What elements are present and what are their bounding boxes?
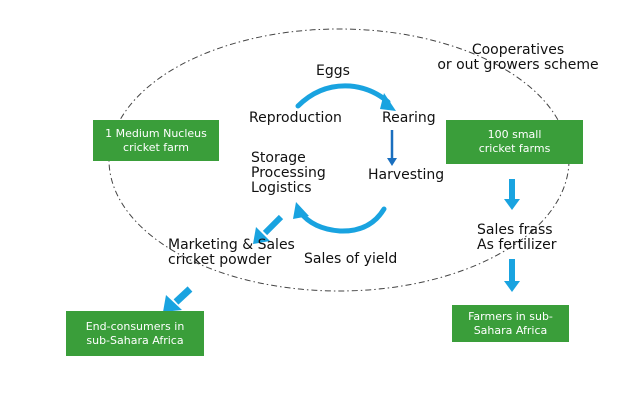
eggs-label: Eggs xyxy=(316,63,350,79)
frass-line-2: As fertilizer xyxy=(477,237,557,253)
sales-frass-label: Sales frass As fertilizer xyxy=(477,223,557,253)
marketing-line-2: cricket powder xyxy=(168,252,272,268)
farmers-line-1: Farmers in sub- xyxy=(468,309,553,323)
end-consumers-box: End-consumers in sub-Sahara Africa xyxy=(66,311,204,356)
arrowhead-reproduction-to-rearing xyxy=(380,93,396,111)
arrow-reproduction-to-rearing xyxy=(295,83,391,109)
arrowhead-harvesting-to-storage xyxy=(293,202,309,219)
farmers-box: Farmers in sub- Sahara Africa xyxy=(452,305,569,342)
end-consumers-line-2: sub-Sahara Africa xyxy=(86,333,184,347)
reproduction-label: Reproduction xyxy=(249,110,342,126)
rearing-label: Rearing xyxy=(382,110,436,126)
small-farms-box: 100 small cricket farms xyxy=(446,120,583,164)
small-farms-line-2: cricket farms xyxy=(478,142,551,155)
storage-processing-logistics-label: Storage Processing Logistics xyxy=(251,151,326,196)
arrow-storage-to-marketing xyxy=(262,214,284,236)
small-farms-line-1: 100 small xyxy=(487,128,542,141)
cooperatives-line-1: Cooperatives xyxy=(471,42,565,58)
processing-line: Processing xyxy=(251,165,326,181)
arrowhead-storage-to-marketing xyxy=(253,227,270,244)
arrowhead-marketing-to-consumers xyxy=(163,295,182,312)
end-consumers-line-1: End-consumers in xyxy=(85,319,185,333)
arrow-harvesting-to-storage xyxy=(297,206,387,234)
arrowhead-rearing-to-harvesting xyxy=(387,158,397,166)
arrow-marketing-to-consumers xyxy=(173,286,193,305)
frass-line-1: Sales frass xyxy=(477,222,553,238)
cooperatives-label: Cooperatives or out growers scheme xyxy=(428,43,608,73)
nucleus-box-line-2: cricket farm xyxy=(123,140,189,154)
storage-line: Storage xyxy=(251,150,306,166)
harvesting-label: Harvesting xyxy=(368,167,445,183)
sales-of-yield-label: Sales of yield xyxy=(304,251,398,267)
logistics-line: Logistics xyxy=(251,180,312,196)
cooperatives-line-2: or out growers scheme xyxy=(437,57,599,73)
arrowhead-small-farms-to-frass xyxy=(504,199,520,210)
marketing-line-1: Marketing & Sales xyxy=(168,237,295,253)
nucleus-farm-box: 1 Medium Nucleus cricket farm xyxy=(93,120,219,161)
arrowhead-frass-to-farmers xyxy=(504,281,520,292)
nucleus-box-line-1: 1 Medium Nucleus xyxy=(105,126,207,140)
farmers-line-2: Sahara Africa xyxy=(473,323,548,337)
marketing-sales-label: Marketing & Sales cricket powder xyxy=(168,238,295,268)
